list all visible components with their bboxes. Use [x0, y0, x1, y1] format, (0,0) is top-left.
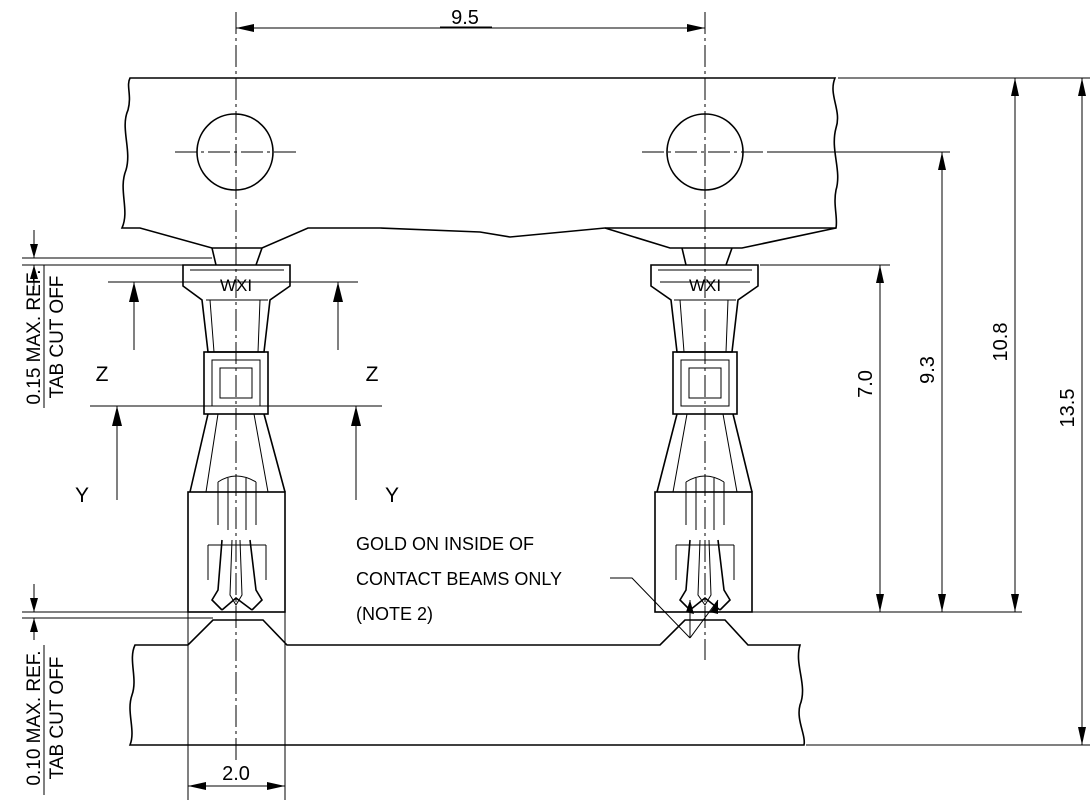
dimension-7-0: 7.0 [855, 265, 884, 612]
dimension-pitch: 9.5 [236, 7, 705, 32]
dim-10-8-value: 10.8 [990, 323, 1012, 362]
gold-note: GOLD ON INSIDE OF CONTACT BEAMS ONLY (NO… [356, 534, 719, 639]
dim-7-0-value: 7.0 [855, 370, 877, 398]
dim-9-3-value: 9.3 [917, 356, 939, 384]
left-contact: WXI [182, 247, 291, 613]
dimension-9-3: 9.3 [917, 152, 946, 612]
tab-bottom-note-line1: 0.10 MAX. REF. [24, 650, 45, 785]
tab-top-note-line1: 0.15 MAX. REF. [24, 269, 45, 404]
right-marking: WXI [689, 276, 721, 295]
dim-13-5-value: 13.5 [1057, 389, 1079, 428]
extension-lines [752, 77, 1090, 746]
section-z-right-label: Z [366, 363, 379, 386]
gold-note-line1: GOLD ON INSIDE OF [356, 534, 534, 554]
gold-note-line2: CONTACT BEAMS ONLY [356, 569, 562, 589]
dimension-2-0: 2.0 [187, 612, 286, 800]
dimension-13-5: 13.5 [1057, 78, 1086, 745]
section-z-left-label: Z [96, 363, 109, 386]
tab-top-note-line2: TAB CUT OFF [47, 276, 68, 399]
section-y-left-label: Y [75, 484, 89, 507]
right-contact: WXI [650, 247, 759, 613]
tab-bottom-note-line2: TAB CUT OFF [47, 657, 68, 780]
left-marking: WXI [220, 276, 252, 295]
dim-2-0-value: 2.0 [222, 763, 250, 785]
bottom-carrier-strip [128, 619, 806, 746]
top-carrier-strip [120, 77, 839, 249]
section-y-right-label: Y [385, 484, 399, 507]
pitch-value: 9.5 [451, 7, 479, 29]
dimension-10-8: 10.8 [990, 78, 1019, 612]
tab-cut-off-bottom: 0.10 MAX. REF. TAB CUT OFF [22, 584, 213, 795]
section-z-arrows: Z Z [96, 281, 379, 386]
section-y-arrows: Y Y [75, 405, 399, 507]
gold-note-line3: (NOTE 2) [356, 604, 433, 624]
tab-cut-off-top: 0.15 MAX. REF. TAB CUT OFF [22, 230, 212, 408]
